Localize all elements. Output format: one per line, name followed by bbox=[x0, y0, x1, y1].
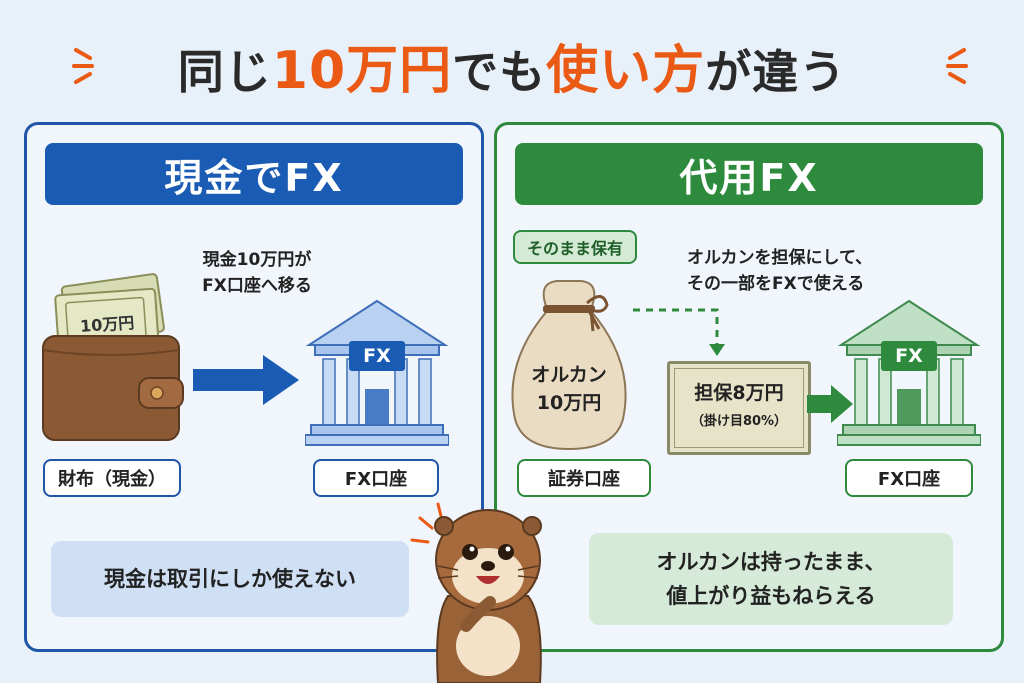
collateral-note-line2: その一部をFXで使える bbox=[687, 274, 865, 294]
fx-bank-green-sign: FX bbox=[895, 345, 923, 367]
wallet-icon: 10万円 bbox=[42, 273, 184, 441]
right-fx-account-label: FX口座 bbox=[845, 459, 973, 497]
fx-bank-icon: FX bbox=[304, 293, 450, 453]
title-part-differs: が違う bbox=[705, 45, 847, 99]
collateral-note: オルカンを担保にして、 その一部をFXで使える bbox=[687, 245, 917, 297]
bill-label: 10万円 bbox=[79, 313, 134, 336]
arrow-right-icon bbox=[193, 355, 299, 405]
cash-fx-panel: 現金でFX 現金10万円が FX口座へ移る 10万円 bbox=[24, 122, 484, 652]
cash-transfer-note-line2: FX口座へ移る bbox=[202, 276, 312, 296]
burst-right-icon bbox=[946, 48, 968, 84]
cash-transfer-note: 現金10万円が FX口座へ移る bbox=[177, 247, 337, 299]
collateral-note-line1: オルカンを担保にして、 bbox=[687, 248, 873, 268]
otter-mascot-icon bbox=[410, 502, 542, 683]
fx-bank-sign: FX bbox=[363, 345, 391, 367]
cash-fx-banner: 現金でFX bbox=[45, 143, 463, 205]
securities-account-label: 証券口座 bbox=[517, 459, 651, 497]
benefit-message-line2: 値上がり益もねらえる bbox=[666, 584, 876, 608]
wallet-label: 財布（現金） bbox=[43, 459, 181, 497]
cash-limitation-message: 現金は取引にしか使えない bbox=[51, 541, 409, 617]
bag-label-line2: 10万円 bbox=[536, 392, 602, 414]
title-part-same: 同じ bbox=[177, 45, 272, 99]
money-bag-icon: オルカン 10万円 bbox=[507, 273, 631, 453]
substitute-fx-panel: 代用FX そのまま保有 オルカンを担保にして、 その一部をFXで使える オルカン… bbox=[494, 122, 1004, 652]
collateral-certificate: 担保8万円 （掛け目80%） bbox=[667, 361, 811, 455]
left-fx-account-label: FX口座 bbox=[313, 459, 439, 497]
fx-bank-green-icon: FX bbox=[836, 293, 982, 453]
cash-transfer-note-line1: 現金10万円が bbox=[202, 250, 312, 270]
substitute-fx-banner: 代用FX bbox=[515, 143, 983, 205]
burst-left-icon bbox=[72, 48, 94, 84]
title-part-but: でも bbox=[452, 45, 547, 99]
arrow-right-green-icon bbox=[807, 385, 853, 423]
collateral-amount: 担保8万円 bbox=[694, 382, 784, 404]
collateral-ratio: （掛け目80%） bbox=[690, 414, 788, 429]
title-part-usage: 使い方 bbox=[546, 41, 706, 101]
bag-label-line1: オルカン bbox=[531, 364, 607, 386]
benefit-message-line1: オルカンは持ったまま、 bbox=[656, 550, 886, 574]
dashed-arrow-icon bbox=[633, 308, 725, 356]
title-part-amount: 10万円 bbox=[271, 41, 453, 101]
page-title: 同じ10万円でも使い方が違う bbox=[0, 28, 1024, 103]
orukan-benefit-message: オルカンは持ったまま、 値上がり益もねらえる bbox=[589, 533, 953, 625]
keep-holding-badge: そのまま保有 bbox=[513, 230, 638, 264]
